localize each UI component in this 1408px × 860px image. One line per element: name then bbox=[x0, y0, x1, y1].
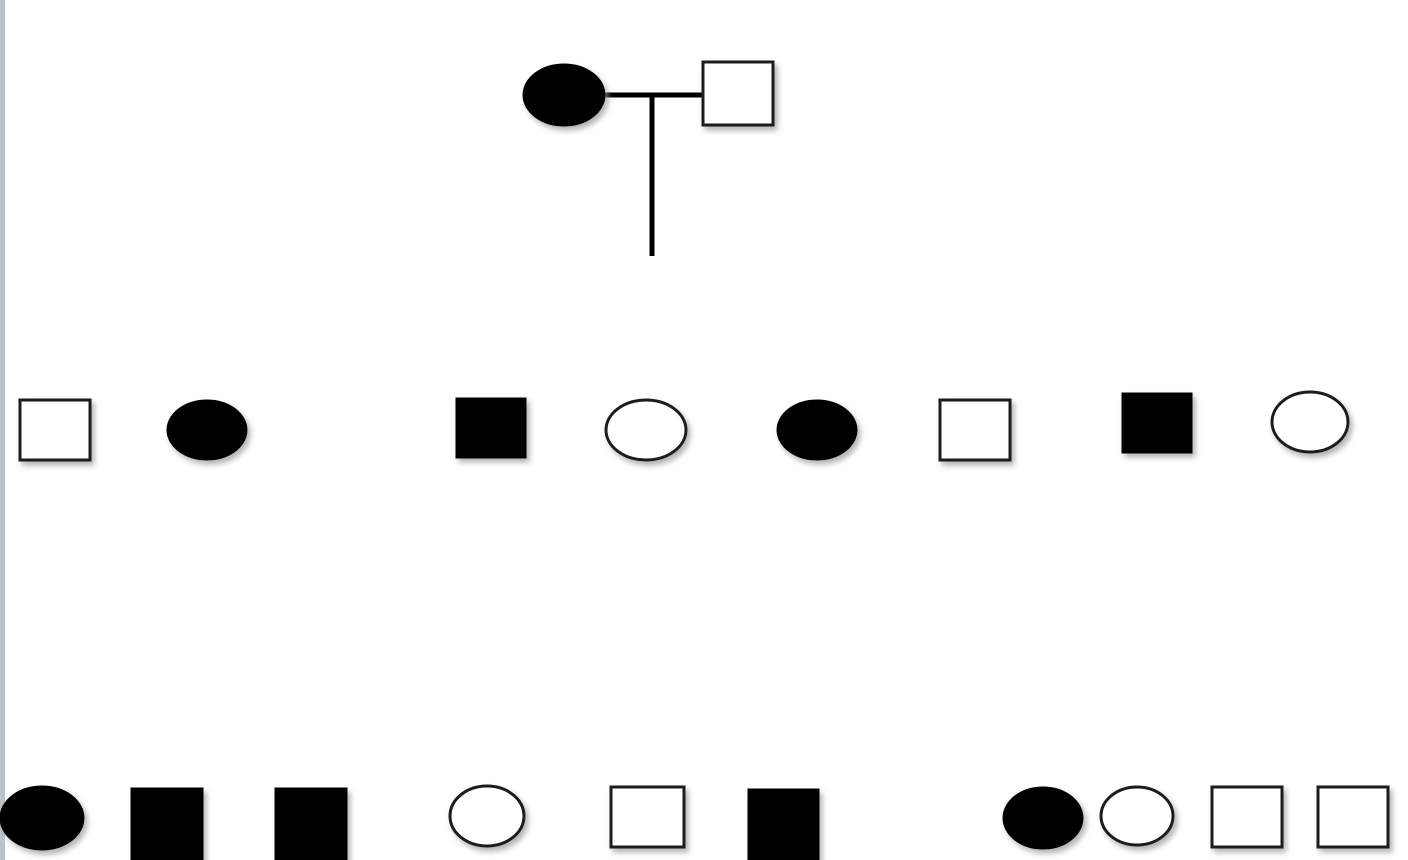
individual-II-4-female-unaffected[interactable] bbox=[604, 398, 688, 462]
individual-III-7-female-affected[interactable] bbox=[1002, 786, 1084, 850]
individual-II-1-male-unaffected[interactable] bbox=[18, 398, 92, 462]
individual-II-3-male-affected[interactable] bbox=[455, 397, 527, 459]
individual-II-2-female-affected[interactable] bbox=[166, 399, 248, 461]
individual-III-9-male-unaffected[interactable] bbox=[1210, 785, 1284, 849]
individual-II-5-female-affected[interactable] bbox=[776, 399, 858, 461]
individual-III-10-male-unaffected[interactable] bbox=[1316, 785, 1390, 849]
individual-III-1-female-affected[interactable] bbox=[0, 785, 85, 851]
individual-III-5-male-unaffected[interactable] bbox=[609, 785, 686, 849]
connector-lines-layer bbox=[39, 92, 1367, 790]
individual-III-3-male-affected[interactable] bbox=[274, 787, 348, 860]
individual-II-8-female-unaffected[interactable] bbox=[1270, 390, 1350, 454]
individual-I-2-male-unaffected[interactable] bbox=[701, 60, 775, 127]
individual-symbols-layer bbox=[0, 60, 1390, 860]
individual-III-4-female-unaffected[interactable] bbox=[448, 784, 526, 848]
individual-III-6-male-affected[interactable] bbox=[747, 788, 820, 860]
individual-II-7-male-affected[interactable] bbox=[1121, 392, 1193, 454]
left-edge-strip bbox=[0, 0, 5, 860]
individual-III-2-male-affected[interactable] bbox=[130, 787, 204, 860]
individual-I-1-female-affected[interactable] bbox=[522, 63, 606, 127]
individual-II-6-male-unaffected[interactable] bbox=[938, 398, 1012, 462]
individual-III-8-female-unaffected[interactable] bbox=[1099, 785, 1175, 847]
